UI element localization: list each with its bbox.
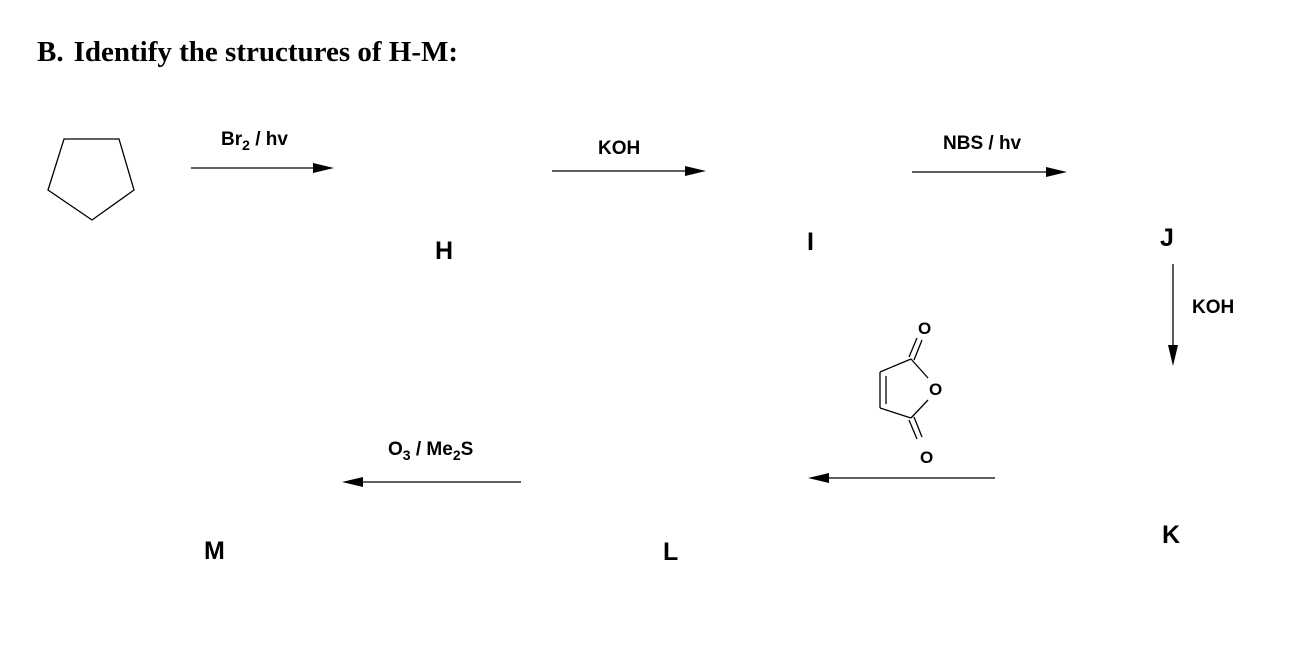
- arrowhead-icon: [685, 166, 706, 176]
- compound-label-k: K: [1162, 521, 1180, 549]
- reagent-step-2: KOH: [598, 138, 640, 159]
- problem-heading: B. Identify the structures of H-M:: [37, 34, 458, 70]
- reagent-step-6: O3 / Me2S: [388, 439, 473, 463]
- compound-label-l: L: [663, 538, 678, 566]
- heading-part-label: B.: [37, 36, 64, 68]
- arrowhead-icon: [342, 477, 363, 487]
- maleic-anhydride-atom-o-top: O: [918, 319, 931, 338]
- compound-label-j: J: [1160, 224, 1174, 252]
- reagent-step-3: NBS / hv: [943, 133, 1022, 154]
- reagent-step-6-c: S: [461, 439, 474, 460]
- reagent-step-1-a: Br: [221, 129, 243, 150]
- reagent-step-6-b-sub: 2: [453, 447, 461, 463]
- arrowhead-icon: [808, 473, 829, 483]
- reagent-step-6-a: O: [388, 439, 403, 460]
- reagent-step-1-sub: 2: [242, 137, 250, 153]
- arrowhead-icon: [313, 163, 334, 173]
- reagent-step-6-b: / Me: [411, 439, 453, 460]
- reagent-step-1: Br2 / hv: [221, 129, 288, 153]
- maleic-anhydride-icon: [879, 337, 929, 440]
- cyclopentane-icon: [47, 138, 135, 221]
- reagent-step-6-a-sub: 3: [403, 447, 411, 463]
- compound-label-m: M: [204, 537, 225, 565]
- maleic-anhydride-atom-o-bottom: O: [920, 448, 933, 467]
- compound-label-i: I: [807, 228, 814, 256]
- reagent-step-1-b: / hv: [250, 129, 288, 150]
- heading-text: Identify the structures of H-M:: [73, 36, 459, 68]
- maleic-anhydride-atom-o-ring: O: [929, 380, 942, 399]
- compound-label-h: H: [435, 237, 453, 265]
- reagent-step-4: KOH: [1192, 297, 1234, 318]
- arrowhead-icon: [1046, 167, 1067, 177]
- arrowhead-icon: [1168, 345, 1178, 366]
